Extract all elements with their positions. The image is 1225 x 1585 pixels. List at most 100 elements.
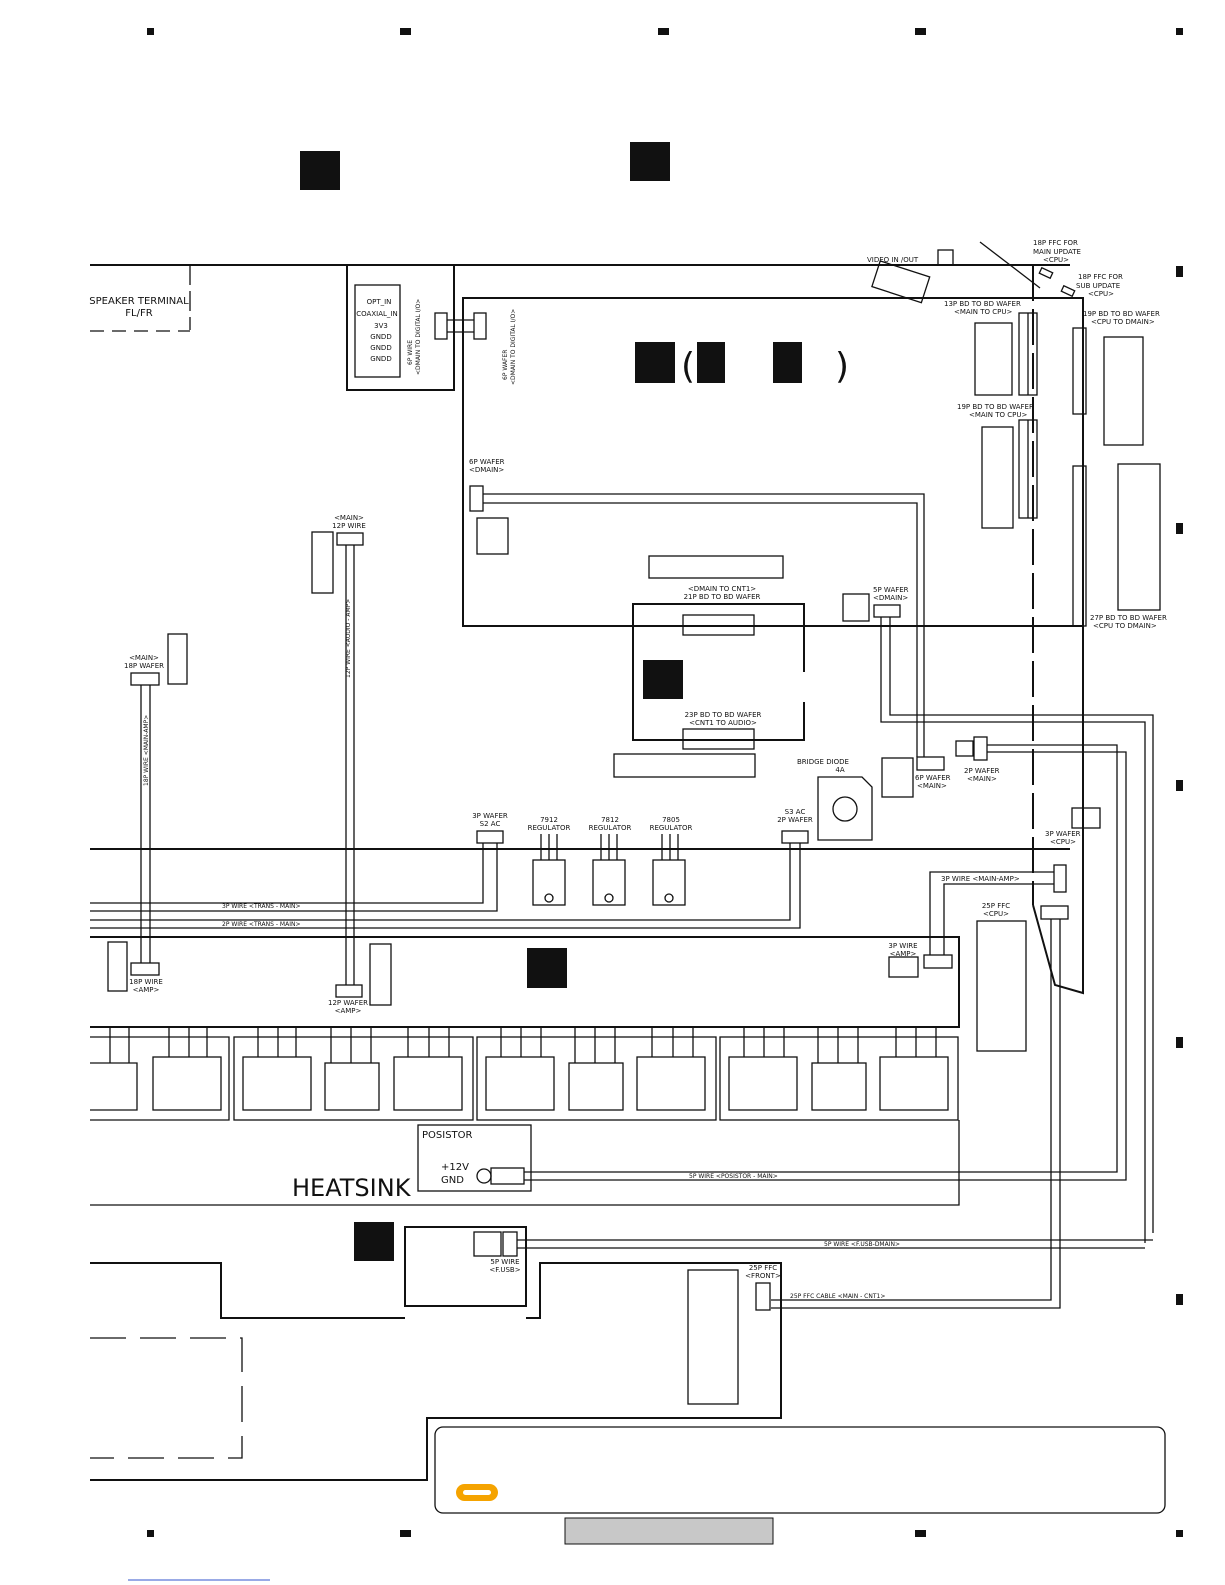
bd21-label: <DMAIN TO CNT1> [688,585,756,593]
bd19-main-cpu-desc: <MAIN TO CPU> [969,411,1027,419]
v3v3-label: 3V3 [374,322,388,330]
video-in-out-label: VIDEO IN /OUT [867,256,919,264]
wafer-6p-label: 6P WAFER [502,350,509,380]
reg-7812-desc: REGULATOR [589,824,632,832]
wafer-3p-cpu-label: 3P WAFER [1045,830,1081,838]
ffc-25p-cpu-label: 25P FFC [982,902,1010,910]
heatsink-label: HEATSINK [292,1174,412,1202]
power-section: BRIDGE DIODE 4A 6P WAFER <MAIN> 2P WAFER… [90,617,1154,1243]
wafer-6p-main-label: 6P WAFER [915,774,951,782]
paren-open-text: ( [681,346,695,387]
bd21-desc: 21P BD TO BD WAFER [684,593,761,601]
speaker-channel-label: FL/FR [125,308,152,319]
wire-3p-amp-label: 3P WIRE [888,942,917,950]
bridge-diode-label: BRIDGE DIODE [797,758,849,766]
reg-7912-label: 7912 [540,816,558,824]
wafer-6p-main-desc: <MAIN> [917,782,947,790]
speaker-terminal: SPEAKER TERMINAL FL/FR [89,264,1070,332]
cnt1-board: <DMAIN TO CNT1> 21P BD TO BD WAFER 23P B… [613,585,805,778]
registration-marks [147,28,1183,1537]
wafer-6p-dmain-label: 6P WAFER [469,458,505,466]
wire-12p-audio-amp-label: 12P WIRE <AUDIO - AMP> [345,599,352,678]
opt-in-label: OPT_IN [367,298,392,306]
reg-7812-label: 7812 [601,816,619,824]
paren-close-text: ) [835,346,849,387]
plus12v-label: +12V [441,1162,469,1173]
posistor-block: POSISTOR +12V GND HEATSINK 5P WIRE <POSI… [292,1124,778,1202]
ffc-25p-front-label: 25P FFC [749,1264,777,1272]
bd27-desc: <CPU TO DMAIN> [1093,622,1157,630]
dmain-board: 6P WAFER <DMAIN TO DIGITAL I/O> VIDEO IN… [462,239,1167,905]
wafer-3p-s2-label: 3P WAFER [472,812,508,820]
bd19-cpu-dmain-label: 19P BD TO BD WAFER [1083,310,1160,318]
ffc-main-update-1: 18P FFC FOR [1033,239,1078,247]
gndd-label-1: GNDD [370,333,391,341]
posistor-label: POSISTOR [422,1130,473,1141]
ffc-main-update-3: <CPU> [1043,256,1069,264]
bd27-label: 27P BD TO BD WAFER [1090,614,1167,622]
s3-ac-desc: 2P WAFER [777,816,813,824]
wire-5p-fusb-desc: <F.USB> [489,1266,520,1274]
reg-7805-label: 7805 [662,816,680,824]
wire-5p-posistor-label: 5P WIRE <POSISTOR - MAIN> [689,1173,778,1180]
ffc-sub-update-3: <CPU> [1088,290,1114,298]
gndd-label-2: GNDD [370,344,391,352]
main-12p-desc: 12P WIRE [332,522,366,530]
ffc-sub-update-1: 18P FFC FOR [1078,273,1123,281]
wire-6p-desc: <DMAIN TO DIGITAL I/O> [415,299,422,375]
wire-3p-main-amp-label: 3P WIRE <MAIN-AMP> [941,875,1020,883]
s3-ac-label: S3 AC [785,808,806,816]
ffc-25p-cpu-desc: <CPU> [983,910,1009,918]
ffc-25p-front-desc: <FRONT> [745,1272,781,1280]
wafer-3p-cpu-desc: <CPU> [1050,838,1076,846]
wafer-5p-desc: <DMAIN> [873,594,908,602]
bridge-diode-rating: 4A [835,766,844,774]
bd19-main-cpu-label: 19P BD TO BD WAFER [957,403,1034,411]
main-amp-wiring: <MAIN> 12P WIRE 12P WIRE <AUDIO - AMP> <… [124,514,366,985]
wafer-6p-dmain-desc: <DMAIN> [469,466,504,474]
reg-7912-desc: REGULATOR [528,824,571,832]
wire-18p-amp-label: 18P WIRE [129,978,163,986]
amp-board: 18P WIRE <AMP> 12P WAFER <AMP> 3P WIRE <… [90,936,960,1028]
wafer-5p-label: 5P WAFER [873,586,909,594]
coaxial-in-label: COAXIAL_IN [356,310,397,318]
ffc-main-update-2: MAIN UPDATE [1033,248,1081,256]
wire-5p-fusb-label: 5P WIRE [490,1258,519,1266]
heatsink-transistors [90,1028,960,1206]
ffc-sub-update-2: SUB UPDATE [1076,282,1120,290]
wire-6p-label: 6P WIRE [407,340,414,365]
digital-io-board: OPT_IN COAXIAL_IN 3V3 GNDD GNDD GNDD 6P … [346,264,487,391]
wire-18p-main-amp-label: 18P WIRE <MAIN-AMP> [143,715,150,786]
bd23-desc: <CNT1 TO AUDIO> [689,719,757,727]
wire-2p-trans-label: 2P WIRE <TRANS - MAIN> [222,921,300,928]
front-usb-section: 5P WIRE <F.USB-DMAIN> 5P WIRE <F.USB> 25… [90,1226,1153,1481]
wire-5p-fusb-dmain-label: 5P WIRE <F.USB-DMAIN> [824,1241,900,1248]
wire-3p-amp-desc: <AMP> [890,950,917,958]
ffc-25p-cable-label: 25P FFC CABLE <MAIN - CNT1> [790,1293,885,1300]
main-18p-desc: 18P WAFER [124,662,164,670]
wafer-3p-s2-desc: S2 AC [480,820,501,828]
gnd-label: GND [441,1175,464,1186]
wafer-12p-amp-label: 12P WAFER [328,999,368,1007]
note-box [434,1426,1166,1514]
main-18p-label: <MAIN> [129,654,159,662]
wire-3p-trans-label: 3P WIRE <TRANS - MAIN> [222,903,300,910]
bd23-label: 23P BD TO BD WAFER [685,711,762,719]
bd13-desc: <MAIN TO CPU> [954,308,1012,316]
redacted-blocks [300,142,802,1261]
bd19-cpu-dmain-desc: <CPU TO DMAIN> [1091,318,1155,326]
speaker-terminal-label: SPEAKER TERMINAL [89,296,189,307]
cpu-section: 3P WAFER <CPU> 3P WIRE <MAIN-AMP> 25P FF… [771,626,1101,1309]
wafer-12p-amp-desc: <AMP> [335,1007,362,1015]
main-12p-label: <MAIN> [334,514,364,522]
reg-7805-desc: REGULATOR [650,824,693,832]
wafer-2p-main-desc: <MAIN> [967,775,997,783]
wafer-6p-desc: <DMAIN TO DIGITAL I/O> [510,309,517,385]
gndd-label-3: GNDD [370,355,391,363]
footer-page-box [564,1517,774,1545]
bd13-label: 13P BD TO BD WAFER [944,300,1021,308]
wire-18p-amp-desc: <AMP> [133,986,160,994]
wafer-2p-main-label: 2P WAFER [964,767,1000,775]
